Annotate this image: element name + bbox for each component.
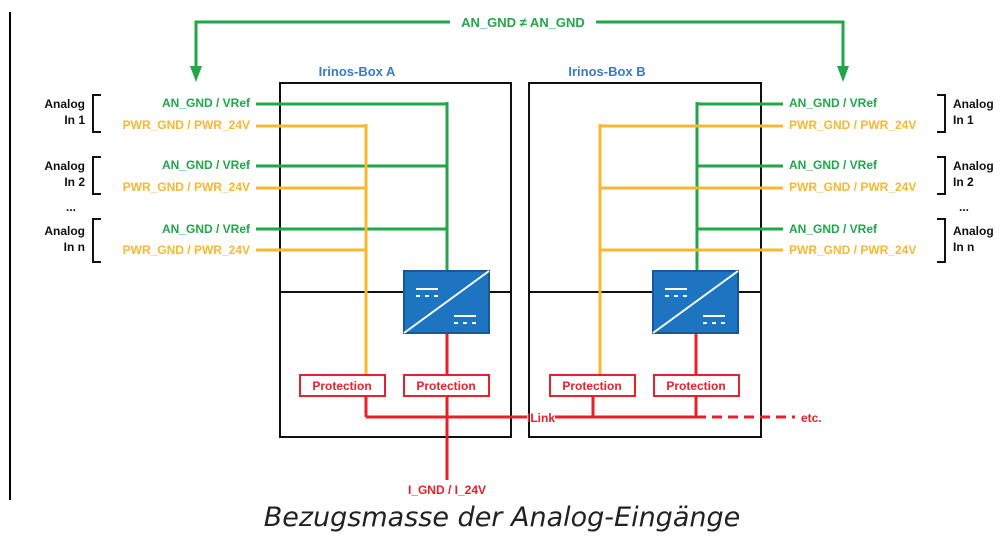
svg-text:In 1: In 1 [64, 113, 85, 127]
ilink-label: ILink [527, 411, 555, 425]
protection-block: Protection [403, 374, 490, 397]
svg-text:Protection: Protection [666, 379, 725, 393]
power-label: I_GND / I_24V [408, 483, 486, 497]
analog-group-right-2: Analog In 2 AN_GND / VRef PWR_GND / PWR_… [789, 156, 994, 195]
pwr-label: PWR_GND / PWR_24V [789, 180, 916, 194]
svg-text:Analog: Analog [44, 97, 85, 111]
dc-dc-converter-icon [403, 270, 490, 334]
pwr-label: PWR_GND / PWR_24V [789, 118, 916, 132]
analog-group-left-2: Analog In 2 AN_GND / VRef PWR_GND / PWR_… [44, 156, 251, 195]
an-label: AN_GND / VRef [789, 222, 878, 236]
figure-caption: Bezugsmasse der Analog-Eingänge [263, 502, 741, 533]
arrow-left-icon [190, 66, 202, 82]
box-a [279, 82, 512, 438]
analog-group-right-n: Analog In n AN_GND / VRef PWR_GND / PWR_… [789, 218, 994, 263]
red-power-wires [364, 334, 706, 480]
top-label: AN_GND ≠ AN_GND [461, 15, 585, 30]
analog-group-right-1: Analog In 1 AN_GND / VRef PWR_GND / PWR_… [789, 94, 994, 133]
svg-text:In 1: In 1 [953, 113, 974, 127]
dc-dc-converter-icon [652, 270, 739, 334]
an-label: AN_GND / VRef [162, 158, 251, 172]
ellipsis-right: ... [959, 200, 969, 214]
svg-text:Analog: Analog [953, 224, 994, 238]
ellipsis-left: ... [66, 200, 76, 214]
pwr-label: PWR_GND / PWR_24V [123, 243, 250, 257]
ground-reference-diagram: AN_GND ≠ AN_GND Irinos-Box A Irinos-Box … [9, 12, 994, 500]
svg-text:Protection: Protection [312, 379, 371, 393]
svg-text:In 2: In 2 [64, 175, 85, 189]
svg-text:Analog: Analog [44, 224, 85, 238]
svg-text:Analog: Analog [953, 159, 994, 173]
svg-text:Analog: Analog [44, 159, 85, 173]
svg-text:In 2: In 2 [953, 175, 974, 189]
analog-group-left-1: Analog In 1 AN_GND / VRef PWR_GND / PWR_… [44, 94, 251, 133]
box-a-title: Irinos-Box A [319, 64, 396, 79]
etc-label: etc. [801, 411, 822, 425]
svg-text:Protection: Protection [416, 379, 475, 393]
svg-text:In n: In n [64, 240, 85, 254]
pwr-label: PWR_GND / PWR_24V [123, 118, 250, 132]
protection-block: Protection [653, 374, 740, 397]
protection-block: Protection [299, 374, 386, 397]
pwr-label: PWR_GND / PWR_24V [789, 243, 916, 257]
pwr-label: PWR_GND / PWR_24V [123, 180, 250, 194]
box-a-an-wires [256, 102, 449, 271]
svg-text:Protection: Protection [562, 379, 621, 393]
an-label: AN_GND / VRef [162, 222, 251, 236]
an-label: AN_GND / VRef [162, 96, 251, 110]
an-gnd-connector [194, 20, 845, 70]
svg-text:Analog: Analog [953, 97, 994, 111]
protection-block: Protection [549, 374, 636, 397]
analog-group-left-n: Analog In n AN_GND / VRef PWR_GND / PWR_… [44, 218, 251, 263]
svg-text:In n: In n [953, 240, 974, 254]
box-b-title: Irinos-Box B [568, 64, 645, 79]
an-label: AN_GND / VRef [789, 96, 878, 110]
box-a-pwr-wires [256, 124, 368, 375]
an-label: AN_GND / VRef [789, 158, 878, 172]
arrow-right-icon [837, 66, 849, 82]
box-b-pwr-wires [598, 124, 783, 375]
box-b [528, 82, 762, 438]
